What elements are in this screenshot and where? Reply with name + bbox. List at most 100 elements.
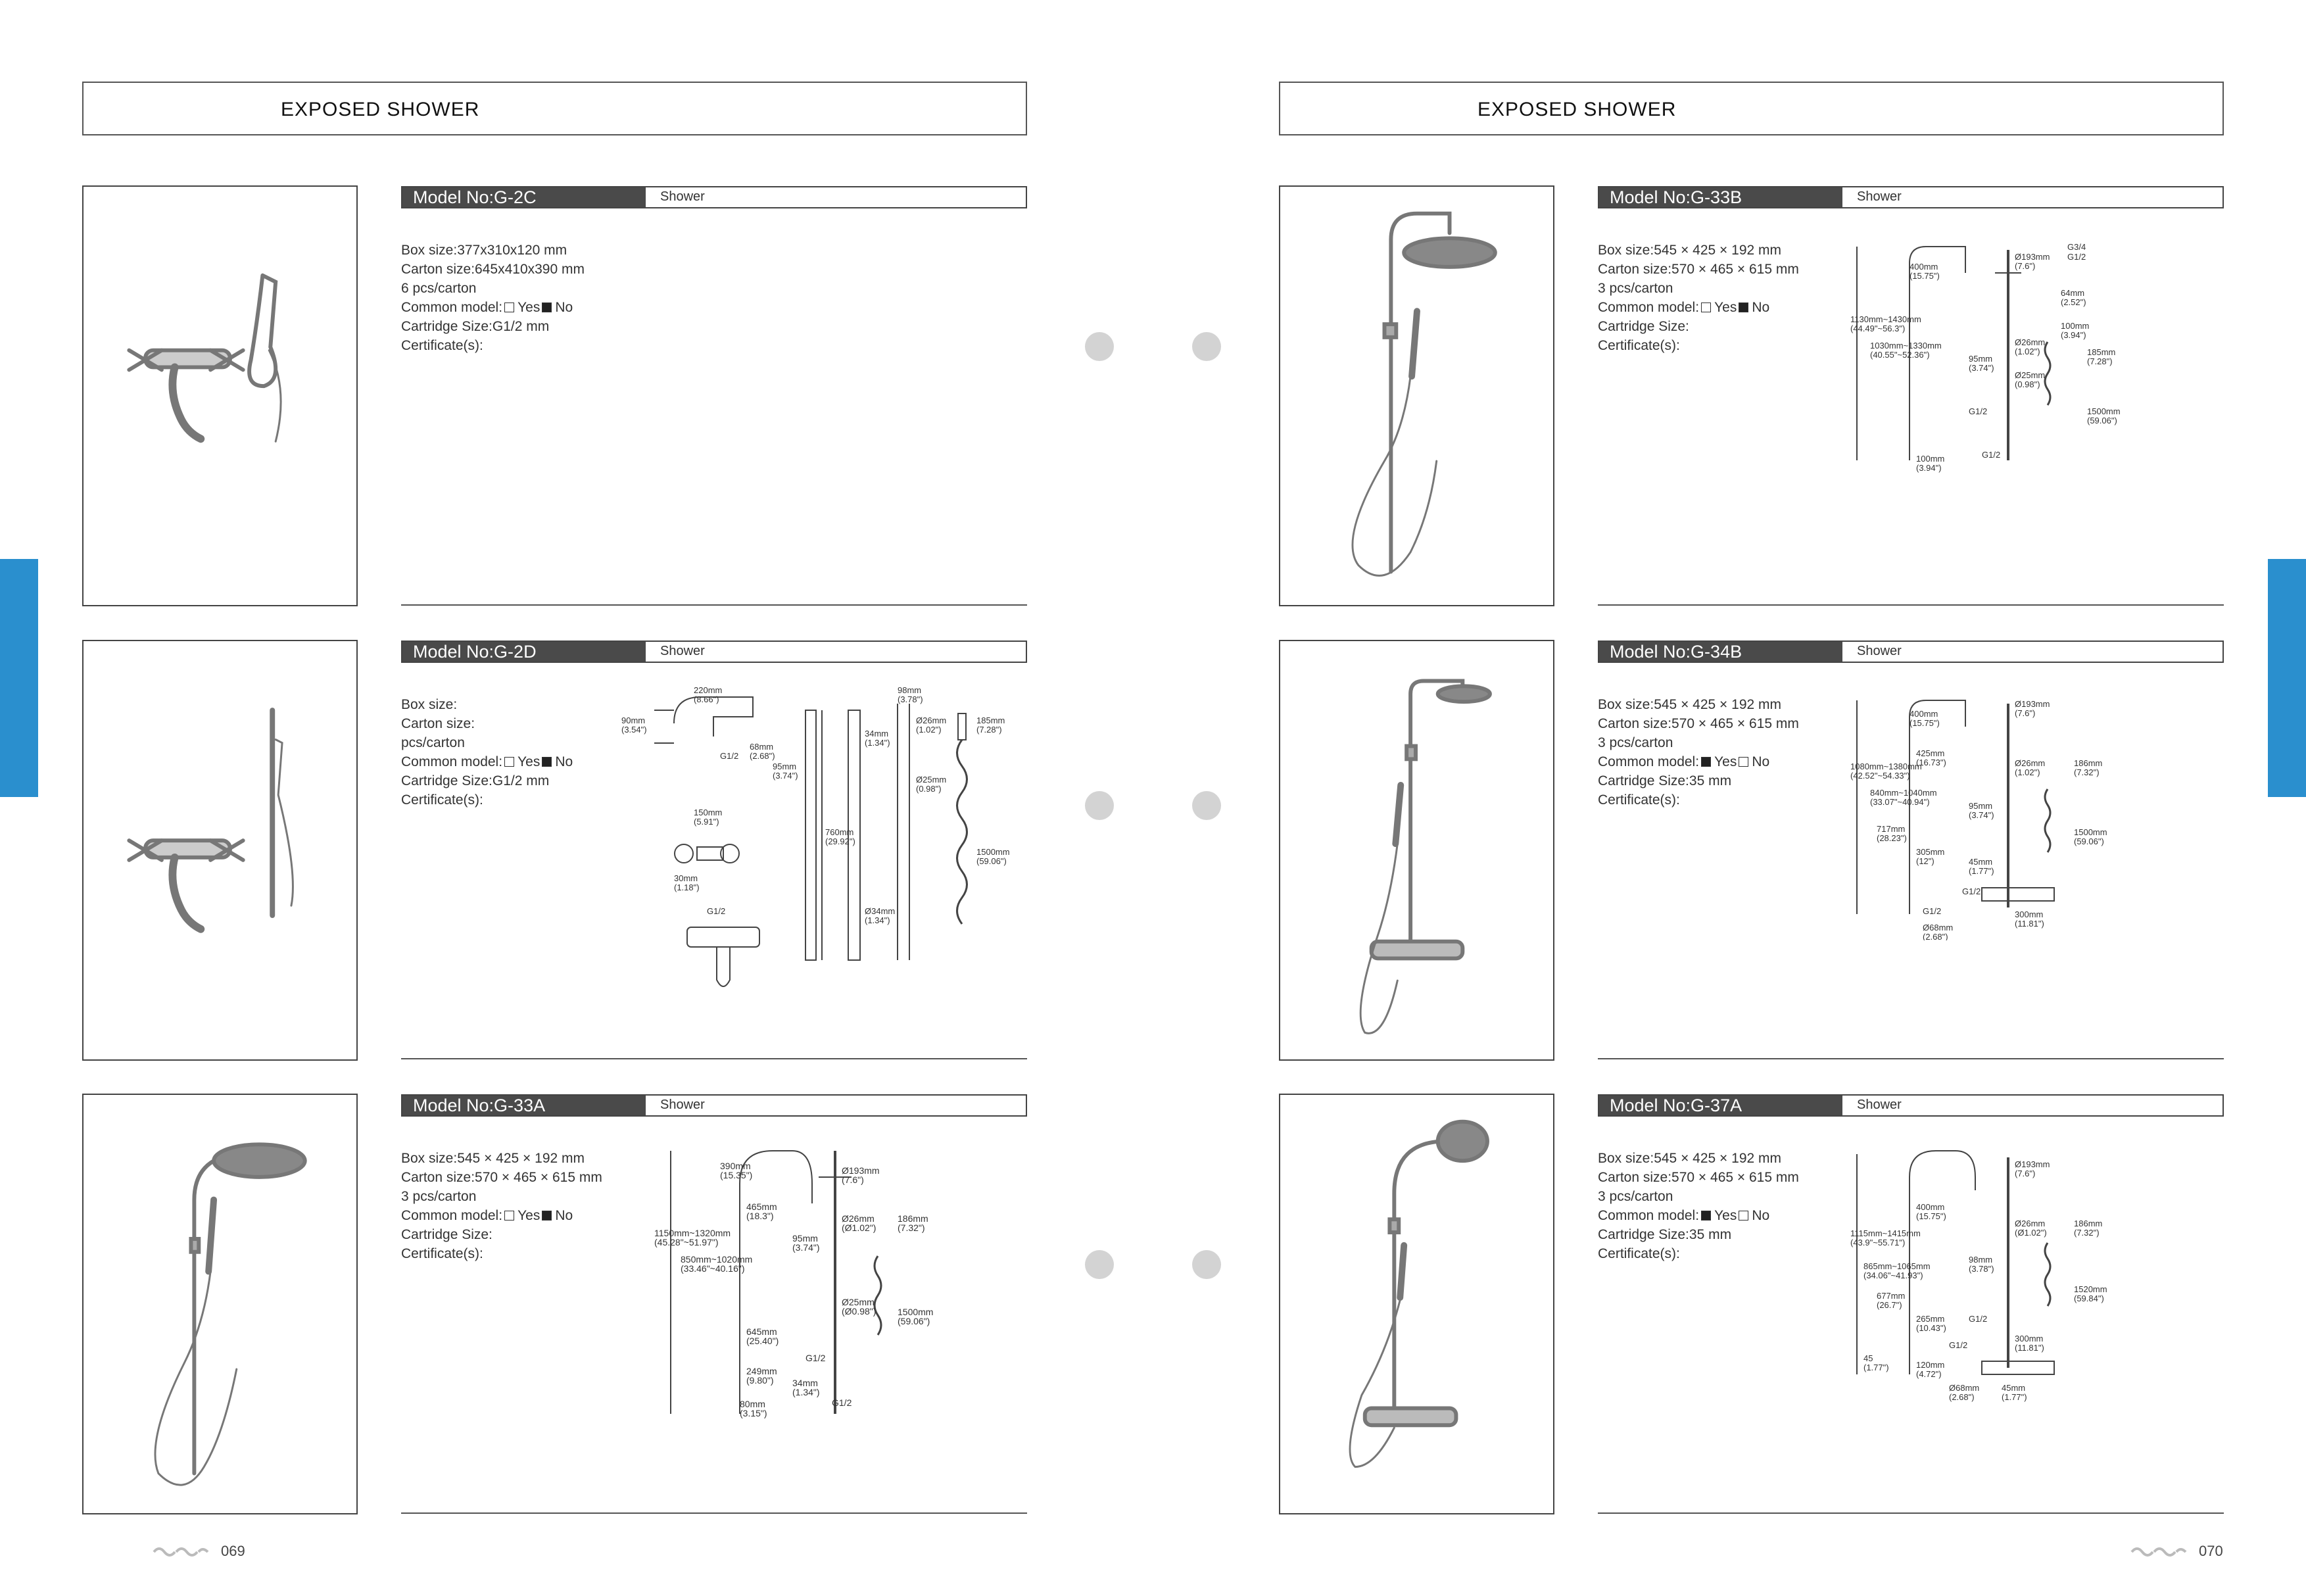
product-image-frame	[1279, 185, 1554, 606]
checkbox-yes[interactable]	[504, 302, 515, 312]
model-number: Model No:G-33B	[1599, 187, 1842, 207]
dim-label: (7.6")	[2015, 1169, 2035, 1178]
dim-label: (15.75")	[1910, 271, 1940, 281]
model-number: Model No:G-2D	[402, 642, 646, 662]
dim-label: 68mm	[750, 742, 773, 752]
decorative-dot	[1192, 1250, 1221, 1279]
checkbox-no[interactable]	[542, 1211, 552, 1221]
checkbox-no[interactable]	[1739, 757, 1749, 767]
certificate: Certificate(s):	[1598, 792, 1680, 808]
spec-list: Box size:545 × 425 × 192 mm Carton size:…	[401, 1149, 602, 1263]
dim-label: 100mm	[2061, 321, 2089, 331]
checkbox-yes[interactable]	[1701, 302, 1712, 312]
dim-label: (59.06")	[2074, 836, 2104, 846]
dim-label: G1/2	[832, 1397, 852, 1408]
section-header: EXPOSED SHOWER	[82, 82, 1027, 135]
dim-label: 305mm	[1916, 847, 1944, 857]
product-image-frame	[82, 1094, 358, 1514]
checkbox-yes[interactable]	[1701, 1211, 1712, 1221]
dim-label: 1115mm~1415mm	[1850, 1228, 1921, 1238]
dim-label: (2.68")	[1923, 932, 1948, 940]
product-image-frame	[1279, 1094, 1554, 1514]
dim-label: 100mm	[1916, 454, 1944, 464]
checkbox-yes[interactable]	[504, 1211, 515, 1221]
dim-label: 400mm	[1910, 262, 1938, 272]
dim-label: Ø193mm	[2015, 252, 2050, 262]
dim-label: 95mm	[1969, 801, 1992, 811]
model-bar: Model No:G-33B Shower	[1598, 186, 2224, 208]
dim-label: (42.52"~54.33")	[1850, 771, 1910, 781]
dim-label: (3.74")	[1969, 363, 1994, 373]
dim-label: G3/4	[2067, 242, 2086, 252]
dim-label: G1/2	[1969, 1314, 1987, 1324]
spec-list: Box size:545 × 425 × 192 mm Carton size:…	[1598, 1149, 1799, 1263]
dim-label: 186mm	[898, 1213, 928, 1224]
model-category: Shower	[1857, 1098, 1902, 1112]
dim-label: G1/2	[805, 1353, 826, 1363]
checkbox-no[interactable]	[542, 302, 552, 312]
pcs-per-carton: 6 pcs/carton	[401, 281, 477, 296]
dim-label: Ø26mm	[2015, 337, 2045, 347]
dim-label: (59.06")	[2087, 416, 2117, 425]
model-category: Shower	[1857, 189, 1902, 204]
model-category: Shower	[660, 644, 705, 658]
cartridge-size: Cartridge Size:35 mm	[1598, 773, 1732, 788]
dimension-diagram: 220mm (8.66") 98mm (3.78") 90mm (3.54") …	[621, 684, 1029, 1000]
dim-label: (3.74")	[773, 771, 798, 781]
certificate: Certificate(s):	[401, 792, 483, 808]
model-number: Model No:G-2C	[402, 187, 646, 207]
pcs-per-carton: pcs/carton	[401, 735, 465, 750]
dim-label: 1150mm~1320mm	[654, 1228, 731, 1238]
dim-label: (1.77")	[2002, 1392, 2027, 1402]
dim-label: (8.66")	[694, 694, 719, 704]
checkbox-yes[interactable]	[504, 757, 515, 767]
dim-label: (1.02")	[916, 725, 942, 735]
pcs-per-carton: 3 pcs/carton	[1598, 1189, 1673, 1204]
checkbox-no[interactable]	[1739, 302, 1749, 312]
checkbox-yes[interactable]	[1701, 757, 1712, 767]
dim-label: Ø25mm	[842, 1297, 875, 1307]
dim-label: 425mm	[1916, 748, 1944, 758]
dim-label: (7.28")	[976, 725, 1002, 735]
model-category: Shower	[660, 1098, 705, 1112]
dim-label: (3.15")	[740, 1408, 767, 1418]
model-number: Model No:G-33A	[402, 1096, 646, 1115]
dim-label: G1/2	[1949, 1340, 1967, 1350]
certificate: Certificate(s):	[1598, 338, 1680, 353]
dim-label: 1520mm	[2074, 1284, 2107, 1294]
dim-label: (3.74")	[792, 1242, 820, 1253]
box-size: Box size:545 × 425 × 192 mm	[401, 1151, 585, 1166]
model-bar: Model No:G-34B Shower	[1598, 641, 2224, 663]
dim-label: (3.78")	[898, 694, 923, 704]
yes-label: Yes	[1714, 754, 1737, 769]
checkbox-no[interactable]	[542, 757, 552, 767]
chapter-tab[interactable]	[2268, 559, 2306, 797]
no-label: No	[555, 754, 573, 769]
spec-list: Box size:377x310x120 mm Carton size:645x…	[401, 241, 585, 355]
dim-label: (7.32")	[2074, 767, 2100, 777]
dim-label: (59.06")	[898, 1316, 930, 1326]
dim-label: Ø25mm	[2015, 370, 2045, 380]
decorative-dot	[1192, 332, 1221, 361]
checkbox-no[interactable]	[1739, 1211, 1749, 1221]
no-label: No	[1752, 1208, 1770, 1223]
dim-label: (0.98")	[916, 784, 942, 794]
box-size: Box size:	[401, 697, 458, 712]
dim-label: 98mm	[1969, 1255, 1992, 1265]
divider	[1598, 604, 2224, 606]
dim-label: (4.72")	[1916, 1369, 1942, 1379]
dim-label: (28.23")	[1877, 833, 1907, 843]
dim-label: G1/2	[707, 906, 725, 916]
dim-label: (1.77")	[1863, 1363, 1889, 1372]
box-size: Box size:545 × 425 × 192 mm	[1598, 697, 1781, 712]
dim-label: 45mm	[2002, 1383, 2025, 1393]
dim-label: (7.6")	[842, 1174, 864, 1185]
dim-label: 45	[1863, 1353, 1873, 1363]
chapter-tab[interactable]	[0, 559, 38, 797]
dim-label: (3.78")	[1969, 1264, 1994, 1274]
common-model-label: Common model:	[1598, 300, 1700, 315]
